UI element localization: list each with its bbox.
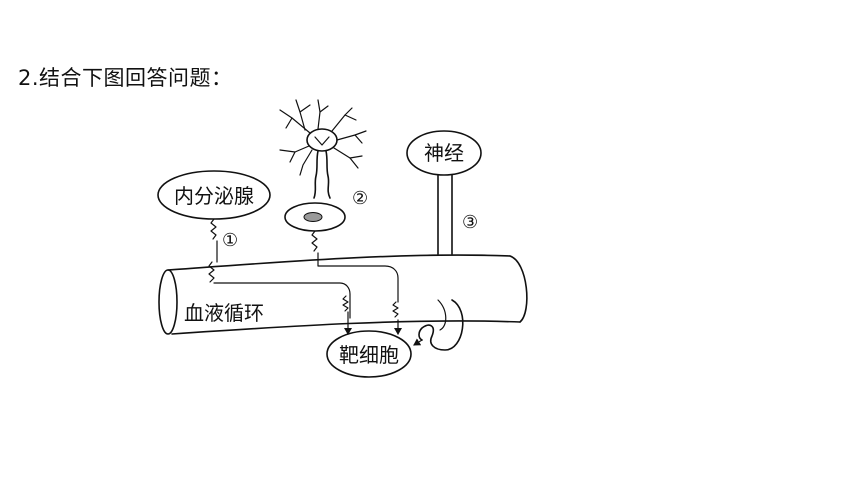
blood-circulation-label: 血液循环 bbox=[184, 301, 264, 325]
target-cell-label: 靶细胞 bbox=[339, 343, 399, 367]
nerve-label: 神经 bbox=[424, 141, 464, 165]
endocrine-gland-node: 内分泌腺 bbox=[157, 170, 271, 220]
question-text: 2.结合下图回答问题： bbox=[18, 66, 233, 90]
secretory-cell-icon bbox=[284, 202, 346, 232]
pathway-2: ② bbox=[311, 188, 402, 335]
nerve-node: 神经 bbox=[406, 130, 482, 255]
path-3-label: ③ bbox=[462, 212, 478, 233]
blood-vessel: 血液循环 bbox=[158, 254, 528, 335]
path-2-label: ② bbox=[352, 188, 368, 209]
pathway-1: ① bbox=[208, 218, 352, 335]
neuron-icon bbox=[279, 99, 367, 199]
path-1-label: ① bbox=[222, 230, 238, 251]
pathway-3: ③ bbox=[413, 212, 478, 351]
target-cell-node: 靶细胞 bbox=[326, 330, 412, 378]
endocrine-gland-label: 内分泌腺 bbox=[174, 184, 254, 208]
